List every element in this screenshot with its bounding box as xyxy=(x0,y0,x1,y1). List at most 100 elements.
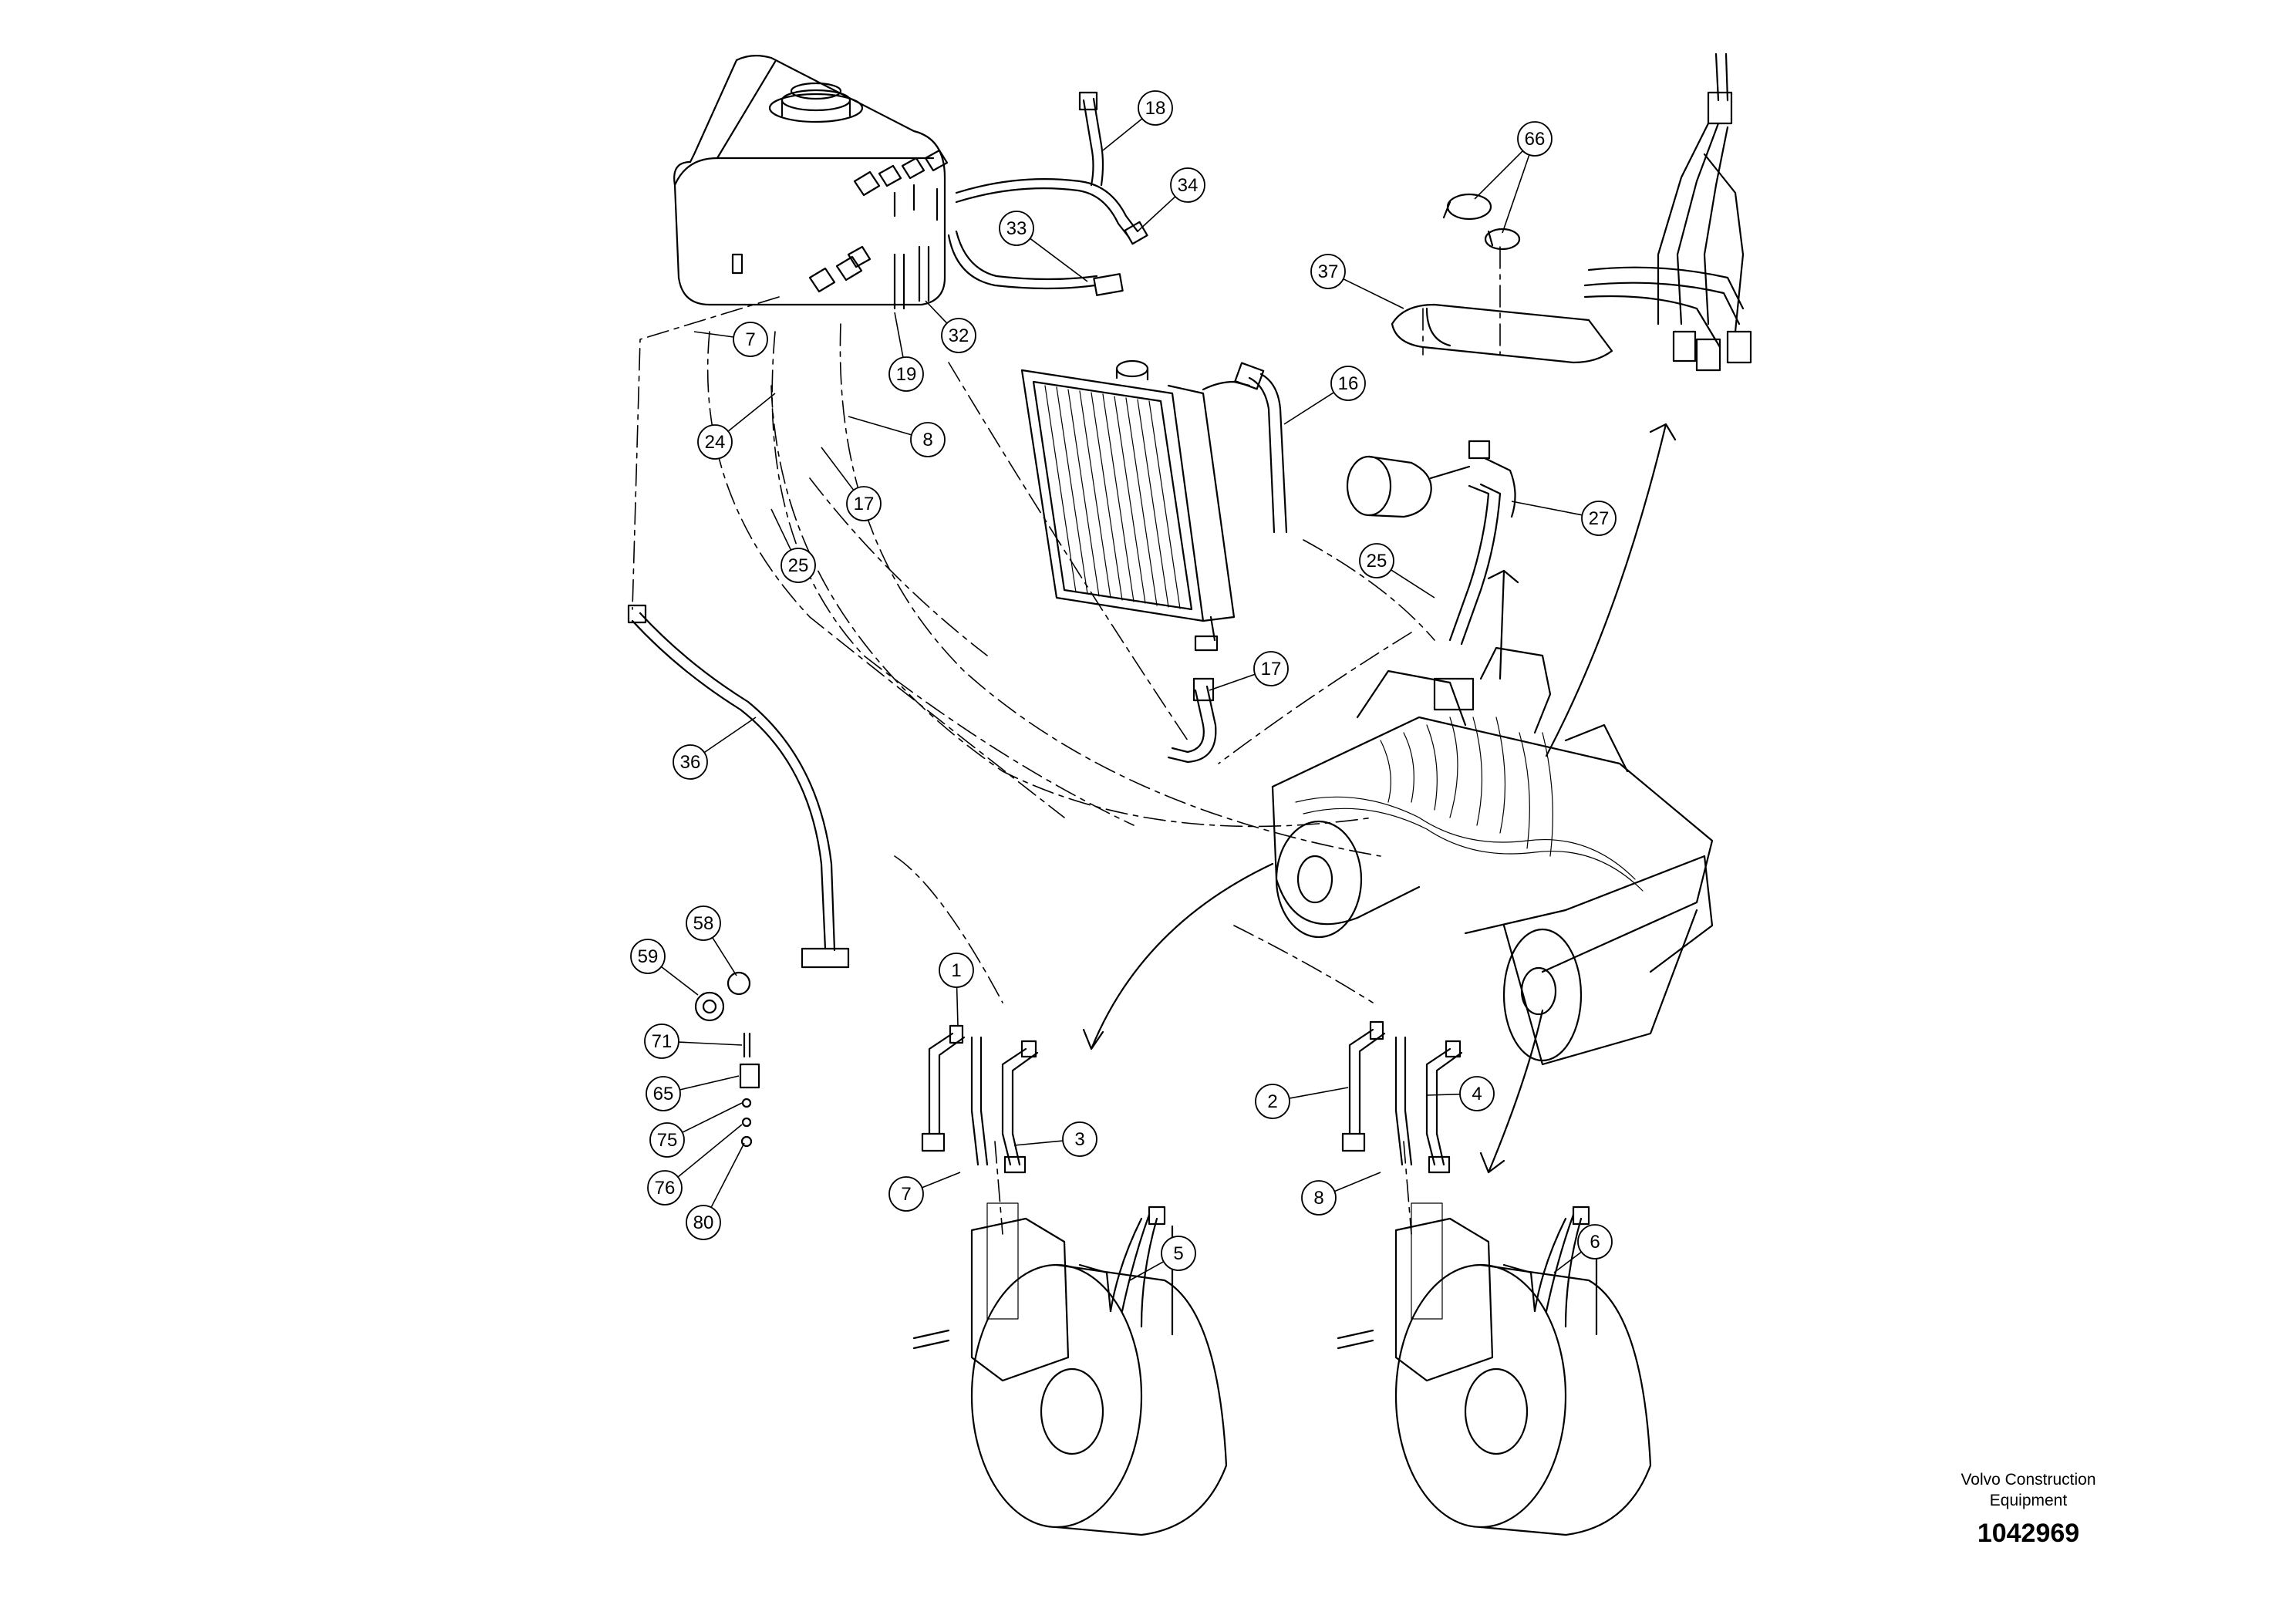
callout-36: 36 xyxy=(673,744,708,780)
leader-line-75 xyxy=(682,1102,743,1133)
callout-34: 34 xyxy=(1170,167,1205,203)
callout-circle xyxy=(1255,1084,1290,1119)
callout-number: 2 xyxy=(1267,1091,1277,1112)
tank-fittings-drawing xyxy=(808,149,949,293)
leader-line-25 xyxy=(770,508,792,551)
callout-circle xyxy=(644,1023,679,1059)
callout-circle xyxy=(1138,90,1173,126)
callout-circle xyxy=(910,422,946,457)
callout-33: 33 xyxy=(999,211,1034,246)
leader-line-24 xyxy=(727,393,776,432)
callout-number: 80 xyxy=(693,1212,714,1233)
callout-number: 25 xyxy=(1367,551,1387,572)
motor-hoses-right-drawing xyxy=(1341,1020,1463,1174)
leader-line-76 xyxy=(677,1124,743,1178)
sleeve-37-drawing xyxy=(1391,193,1613,364)
callout-circle xyxy=(999,211,1034,246)
callout-80: 80 xyxy=(686,1205,721,1240)
callout-75: 75 xyxy=(649,1122,685,1158)
callout-circle xyxy=(1581,501,1617,536)
callout-19: 19 xyxy=(888,356,924,392)
callout-number: 5 xyxy=(1173,1243,1183,1264)
callout-circle xyxy=(647,1170,683,1206)
callout-17: 17 xyxy=(1253,651,1289,686)
leader-line-4 xyxy=(1426,1093,1461,1096)
callout-circle xyxy=(846,486,882,521)
leader-line-66 xyxy=(1502,154,1530,234)
callout-circle xyxy=(686,1205,721,1240)
hose-16-drawing xyxy=(1234,362,1288,534)
callout-number: 34 xyxy=(1178,175,1199,196)
leader-line-37 xyxy=(1343,278,1404,309)
leader-line-17 xyxy=(1209,673,1256,691)
callout-25: 25 xyxy=(781,548,816,583)
callout-number: 36 xyxy=(680,752,701,773)
oil-cooler-drawing xyxy=(1020,359,1251,652)
leader-line-58 xyxy=(712,937,737,976)
callout-4: 4 xyxy=(1459,1076,1495,1111)
callout-number: 16 xyxy=(1338,373,1359,394)
callout-number: 71 xyxy=(652,1031,673,1052)
callout-2: 2 xyxy=(1255,1084,1290,1119)
company-name-line1: Volvo Construction xyxy=(1961,1471,2096,1489)
drawing-number: 1042969 xyxy=(1977,1519,2080,1548)
leader-line-2 xyxy=(1289,1087,1349,1099)
callout-6: 6 xyxy=(1577,1224,1613,1259)
leader-line-8 xyxy=(1334,1172,1381,1192)
leader-line-19 xyxy=(894,312,904,358)
callout-circle xyxy=(649,1122,685,1158)
callout-58: 58 xyxy=(686,905,721,941)
callout-16: 16 xyxy=(1330,366,1366,401)
callout-7: 7 xyxy=(733,322,768,357)
callout-8: 8 xyxy=(1301,1180,1337,1216)
callout-circle xyxy=(686,905,721,941)
callout-number: 6 xyxy=(1590,1232,1600,1253)
leader-line-3 xyxy=(1013,1140,1064,1146)
leader-line-59 xyxy=(660,966,699,996)
leader-line-65 xyxy=(679,1075,740,1091)
leader-line-1 xyxy=(956,986,959,1027)
callout-number: 65 xyxy=(653,1084,674,1104)
callout-number: 25 xyxy=(788,555,809,576)
callout-number: 32 xyxy=(949,325,969,346)
callout-24: 24 xyxy=(697,424,733,460)
filter-27-drawing xyxy=(1346,440,1516,646)
callout-number: 37 xyxy=(1318,261,1339,282)
callout-59: 59 xyxy=(630,939,666,974)
callout-number: 18 xyxy=(1145,98,1166,119)
callout-leaders xyxy=(660,118,1583,1281)
callout-circle xyxy=(939,953,974,988)
hose-36-drawing xyxy=(627,604,850,969)
callout-circle xyxy=(1161,1236,1196,1271)
callout-circle xyxy=(1459,1076,1495,1111)
callout-circle xyxy=(733,322,768,357)
callout-25: 25 xyxy=(1359,543,1394,578)
leader-line-33 xyxy=(1030,238,1088,282)
callout-number: 7 xyxy=(745,329,755,350)
callout-circle xyxy=(888,356,924,392)
callout-circle xyxy=(697,424,733,460)
callout-8: 8 xyxy=(910,422,946,457)
leader-line-71 xyxy=(678,1041,743,1046)
callout-number: 33 xyxy=(1006,218,1027,239)
callout-71: 71 xyxy=(644,1023,679,1059)
callout-number: 17 xyxy=(854,494,875,514)
callout-circle xyxy=(888,1176,924,1212)
callout-circle xyxy=(673,744,708,780)
callout-circle xyxy=(1577,1224,1613,1259)
leader-line-36 xyxy=(703,717,757,754)
callout-circle xyxy=(941,318,976,353)
hydraulic-tank-drawing xyxy=(673,55,946,306)
callout-65: 65 xyxy=(646,1076,681,1111)
leader-line-16 xyxy=(1283,392,1334,425)
leader-line-27 xyxy=(1511,501,1583,516)
hose-bundle-drawing xyxy=(1583,52,1752,372)
callout-circle xyxy=(630,939,666,974)
callout-number: 19 xyxy=(896,364,917,385)
callout-number: 1 xyxy=(951,960,961,981)
leader-line-18 xyxy=(1102,118,1143,151)
callout-number: 8 xyxy=(1313,1188,1323,1209)
callout-circle xyxy=(781,548,816,583)
callout-number: 75 xyxy=(657,1130,678,1151)
